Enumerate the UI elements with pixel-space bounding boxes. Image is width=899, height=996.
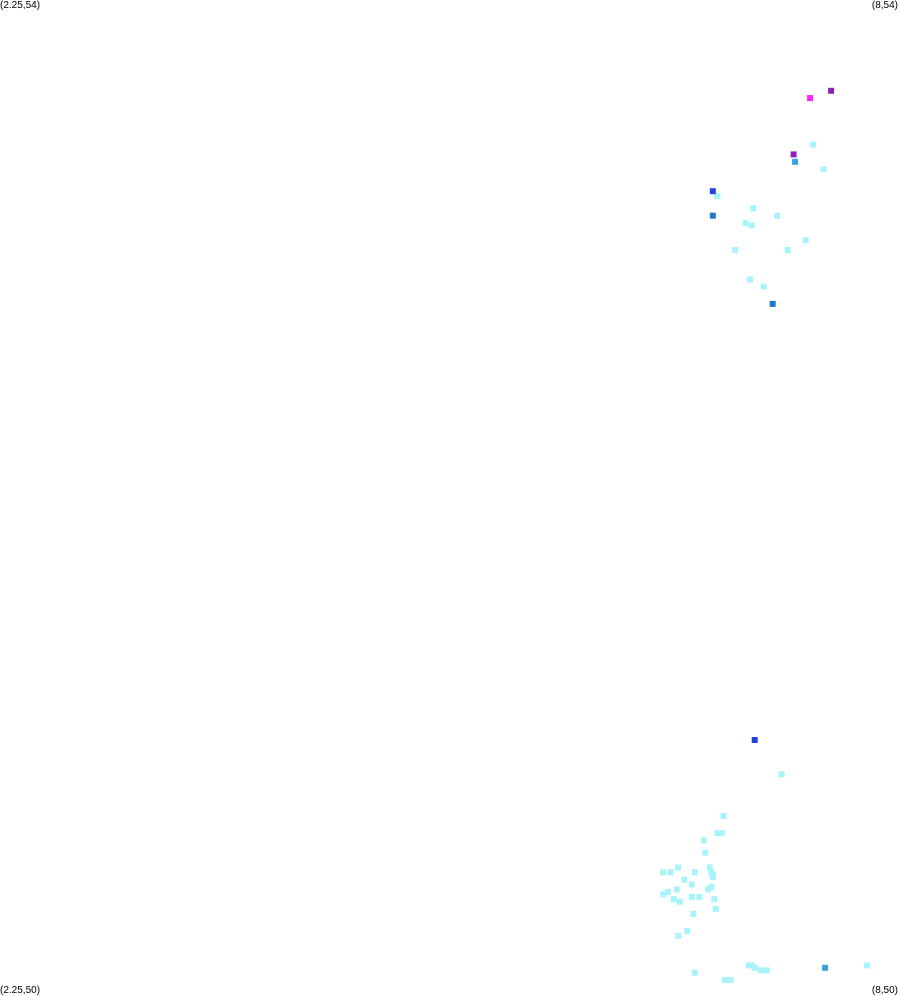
data-point-cyan [763, 967, 770, 974]
data-point-cyan [742, 220, 749, 227]
data-point-cyan [820, 166, 827, 173]
corner-label-bottom-right: (8,50) [871, 985, 898, 996]
data-point-mid_blue [769, 300, 776, 307]
corner-label-bottom-left: (2.25,50) [0, 985, 41, 996]
data-point-cyan [720, 813, 727, 819]
data-point-cyan [664, 888, 671, 895]
data-point-cyan [681, 876, 688, 883]
data-point-cyan [727, 977, 734, 984]
data-point-cyan [675, 933, 682, 939]
data-point-cyan [675, 864, 682, 871]
data-point-cyan [732, 247, 739, 253]
data-point-cyan [784, 247, 791, 253]
data-point-cyan [757, 967, 764, 974]
data-point-cyan [667, 869, 674, 876]
data-point-cyan [684, 928, 691, 935]
data-point-cyan [702, 849, 709, 856]
data-point-cyan [864, 962, 870, 969]
data-point-cyan [670, 896, 677, 903]
data-point-cyan [718, 830, 725, 837]
data-point-cyan [705, 886, 712, 893]
data-point-cyan [747, 276, 754, 283]
data-point-cyan [690, 911, 697, 917]
data-point-cyan [711, 896, 718, 903]
data-point-cyan [712, 906, 719, 912]
data-point-cyan [706, 864, 713, 871]
data-point-cyan [691, 969, 698, 976]
data-point-cyan [810, 141, 817, 148]
data-point-blue [751, 737, 758, 743]
data-point-mid_blue [709, 212, 716, 219]
data-point-cyan [688, 881, 695, 888]
data-point-cyan [751, 964, 758, 971]
data-point-cyan [660, 891, 667, 898]
data-point-blue [709, 188, 716, 195]
data-point-cyan [778, 771, 785, 778]
data-point-purple [790, 151, 797, 158]
corner-label-top-right: (8,54) [871, 0, 898, 11]
data-point-cyan [700, 837, 707, 844]
data-point-cyan [688, 893, 695, 900]
data-point-magenta [807, 95, 814, 102]
data-point-cyan [760, 283, 767, 290]
data-point-cyan [673, 886, 680, 893]
data-point-cyan [721, 977, 728, 984]
data-point-light_blue [822, 964, 829, 971]
data-point-cyan [708, 869, 715, 876]
data-point-cyan [714, 830, 721, 837]
data-point-cyan [748, 222, 755, 229]
data-point-purple [828, 87, 835, 94]
data-point-cyan [691, 869, 698, 876]
corner-label-top-left: (2.25,54) [0, 0, 41, 11]
data-point-cyan [660, 869, 667, 876]
data-point-cyan [714, 193, 721, 200]
data-point-cyan [750, 205, 757, 212]
data-point-cyan [676, 898, 683, 905]
data-point-cyan [696, 893, 703, 900]
data-point-cyan [802, 237, 809, 244]
data-point-light_blue [792, 158, 799, 165]
data-point-cyan [774, 212, 781, 219]
